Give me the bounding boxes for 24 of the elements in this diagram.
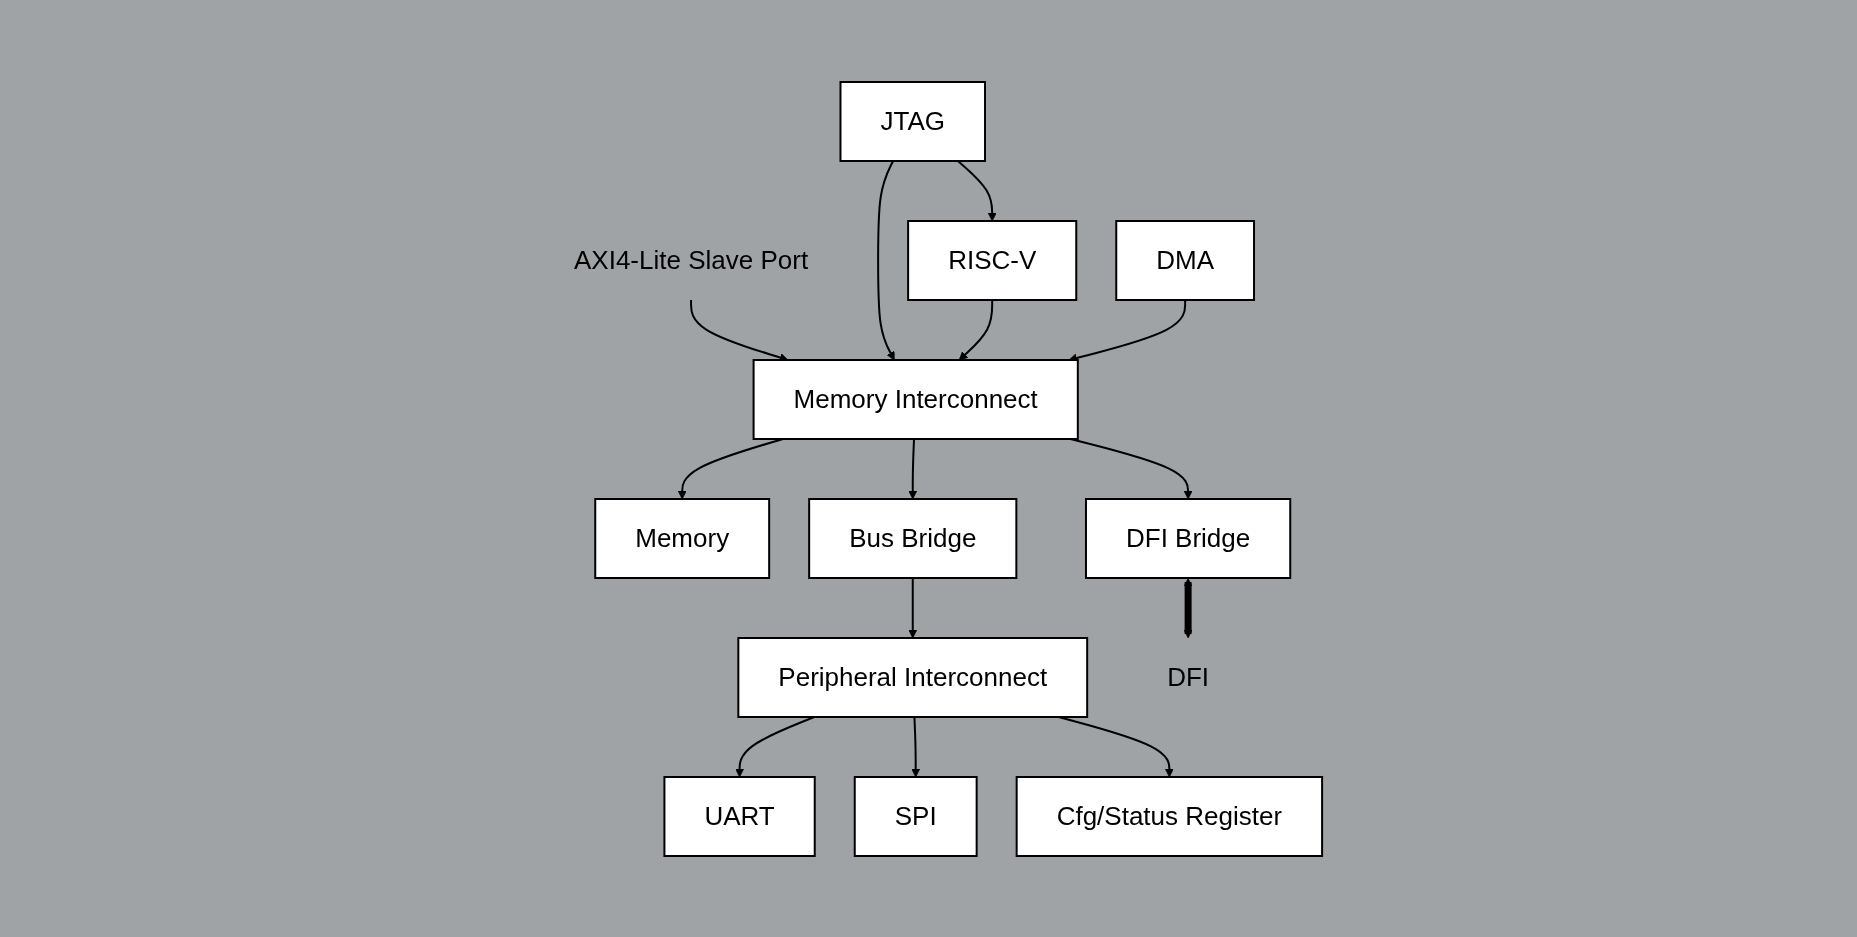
arrow (735, 715, 816, 777)
node-box: SPI (854, 775, 979, 857)
node-box: JTAG (839, 80, 987, 162)
node-box: RISC-V (907, 219, 1078, 301)
node-box: UART (663, 775, 817, 857)
node-box: Bus Bridge (808, 497, 1018, 579)
arrow (908, 437, 918, 499)
node-box: DMA (1115, 219, 1256, 301)
arrow (1069, 437, 1193, 499)
arrow (1058, 715, 1175, 777)
arrow (877, 159, 896, 360)
node-box: Peripheral Interconnect (737, 636, 1089, 718)
arrow (908, 576, 918, 638)
arrow (957, 159, 998, 221)
node-box: Cfg/Status Register (1016, 775, 1324, 857)
node-box: DFI Bridge (1085, 497, 1292, 579)
arrow (1068, 298, 1187, 362)
arrow (1184, 577, 1193, 638)
node-box: Memory Interconnect (753, 358, 1080, 440)
node-text: DFI (1167, 661, 1210, 692)
arrow (911, 715, 921, 777)
node-box: Memory (594, 497, 771, 579)
node-text: AXI4-Lite Slave Port (574, 244, 809, 275)
arrow (959, 298, 994, 360)
